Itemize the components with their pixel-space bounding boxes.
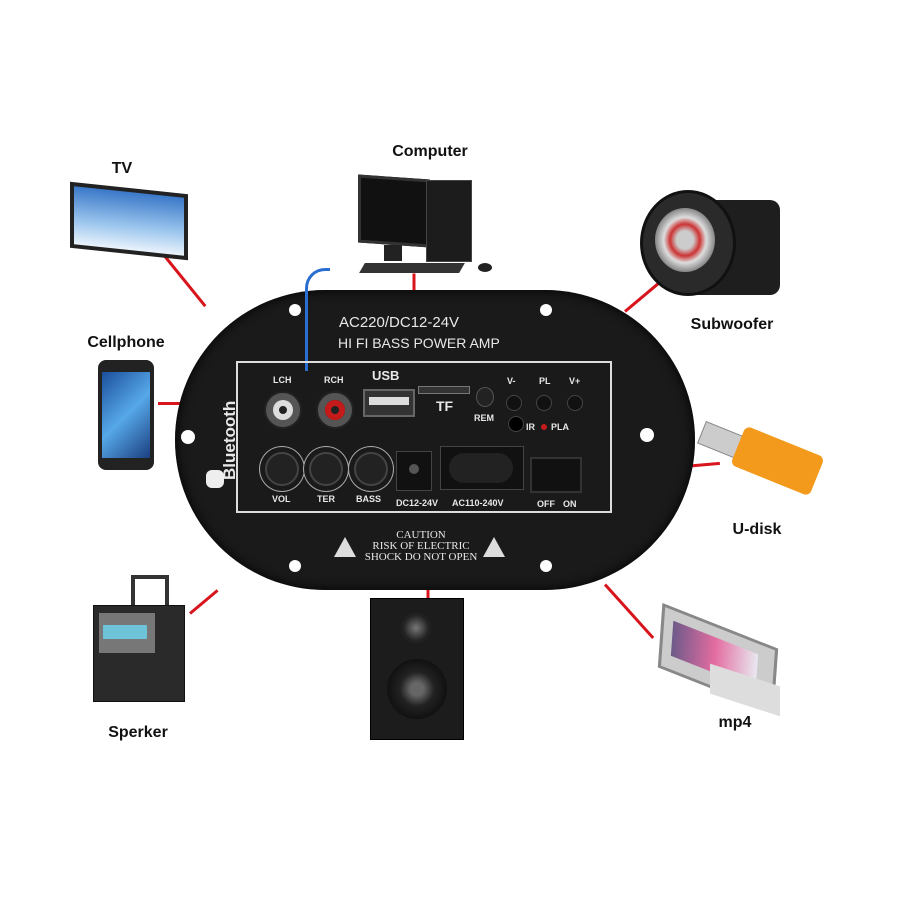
- volume-down-label: V-: [507, 376, 516, 386]
- connector-line-sperker: [189, 589, 219, 615]
- subwoofer-label: Subwoofer: [690, 316, 774, 333]
- caution-notice: CAUTION RISK OF ELECTRIC SHOCK DO NOT OP…: [362, 530, 480, 563]
- udisk-image: [697, 420, 825, 505]
- caution-line: CAUTION: [396, 529, 446, 541]
- ter-label: TER: [317, 494, 335, 504]
- usb-port[interactable]: [363, 389, 415, 417]
- rch-label: RCH: [324, 375, 344, 385]
- dc-power-jack[interactable]: [396, 451, 432, 491]
- mp4-image: [650, 602, 790, 717]
- pla-label: PLA: [551, 422, 569, 432]
- ac-power-socket[interactable]: [440, 446, 524, 490]
- mount-hole: [640, 428, 654, 442]
- connector-line-cellphone: [158, 402, 182, 405]
- ir-label: IR: [526, 422, 535, 432]
- play-label: PL: [539, 376, 551, 386]
- caution-line: RISK OF ELECTRIC: [372, 540, 470, 552]
- ir-sensor: [508, 416, 524, 432]
- sperker-label: Sperker: [108, 724, 168, 741]
- usb-label: USB: [372, 368, 400, 383]
- ac-label: AC110-240V: [452, 498, 504, 508]
- volume-up-button[interactable]: [567, 395, 583, 411]
- panel-title: HI FI BASS POWER AMP: [338, 335, 500, 351]
- power-switch[interactable]: [530, 457, 582, 493]
- treble-knob[interactable]: [309, 452, 343, 486]
- control-panel: [236, 361, 612, 513]
- volume-down-button[interactable]: [506, 395, 522, 411]
- mount-hole: [289, 560, 301, 572]
- tf-card-slot[interactable]: [418, 386, 470, 394]
- cellphone-label: Cellphone: [87, 334, 165, 351]
- tv-label: TV: [111, 160, 133, 177]
- computer-label: Computer: [392, 143, 468, 160]
- on-label: ON: [563, 499, 577, 509]
- tv-image: [70, 181, 188, 261]
- bluetooth-icon: [206, 470, 224, 488]
- dc-label: DC12-24V: [396, 498, 439, 508]
- warning-icon: [483, 537, 505, 557]
- bookshelf-speaker-image: [370, 598, 464, 740]
- mount-hole: [289, 304, 301, 316]
- voltage-text: AC220/DC12-24V: [339, 314, 460, 331]
- connector-line-mp4: [603, 583, 655, 640]
- volume-up-label: V+: [569, 376, 581, 386]
- volume-knob[interactable]: [265, 452, 299, 486]
- off-label: OFF: [537, 499, 555, 509]
- connector-line-tv: [163, 255, 207, 308]
- mount-hole: [540, 560, 552, 572]
- mp4-label: mp4: [718, 714, 752, 731]
- warning-icon: [334, 537, 356, 557]
- caution-line: SHOCK DO NOT OPEN: [364, 551, 478, 563]
- vol-label: VOL: [272, 494, 291, 504]
- subwoofer-image: [640, 190, 780, 300]
- trolley-speaker-image: [93, 575, 188, 705]
- amplifier-panel: [175, 290, 695, 590]
- play-pause-button[interactable]: [536, 395, 552, 411]
- bass-knob[interactable]: [354, 452, 388, 486]
- blue-wire: [305, 268, 330, 371]
- lch-rca-jack[interactable]: [264, 391, 302, 429]
- rem-label: REM: [474, 413, 494, 423]
- bass-label: BASS: [356, 494, 382, 504]
- computer-image: [356, 174, 501, 280]
- remote-jack[interactable]: [476, 387, 494, 407]
- tf-label: TF: [436, 398, 454, 414]
- cellphone-image: [98, 360, 154, 470]
- rch-rca-jack[interactable]: [316, 391, 354, 429]
- mount-hole: [181, 430, 195, 444]
- led-indicator: [541, 424, 547, 430]
- mount-hole: [540, 304, 552, 316]
- lch-label: LCH: [273, 375, 292, 385]
- udisk-label: U-disk: [732, 521, 782, 538]
